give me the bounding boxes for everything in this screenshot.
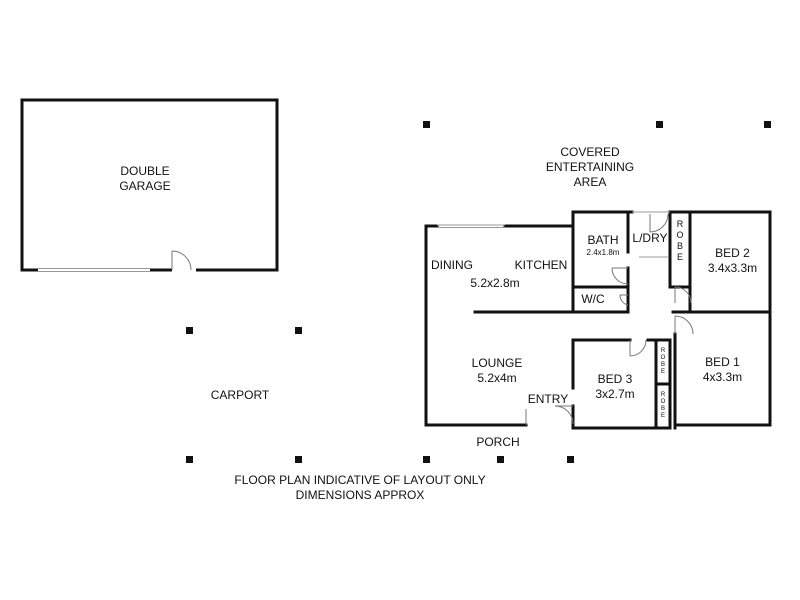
bed3-label: BED 3 3x2.7m — [585, 372, 645, 402]
covered-label-line-1: COVERED — [560, 145, 620, 159]
laundry-label: L/DRY — [632, 231, 668, 245]
porch-label: PORCH — [476, 435, 520, 449]
robe-letter: R — [676, 219, 684, 229]
dining-label: DINING — [431, 258, 473, 272]
lounge-name: LOUNGE — [471, 356, 523, 370]
bath-dimensions: 2.4x1.8m — [586, 248, 620, 257]
robe-letter: B — [660, 362, 665, 368]
robe-letter: O — [660, 355, 666, 361]
bed3-dimensions: 3x2.7m — [595, 387, 635, 401]
bed3-robe-label-upper: R O B E — [658, 348, 668, 376]
robe-letter: E — [676, 252, 683, 262]
robe-letter: O — [660, 399, 666, 405]
robe-letter: E — [660, 413, 665, 419]
garage-door-swing — [171, 250, 192, 271]
garage-label: DOUBLE GARAGE — [100, 164, 190, 194]
carport-label: CARPORT — [210, 388, 270, 402]
dining-dimensions: 5.2x2.8m — [470, 276, 520, 290]
robe-letter: B — [676, 241, 683, 251]
bed1-name: BED 1 — [705, 355, 740, 369]
bath-name: BATH — [587, 233, 619, 247]
robe-letter: B — [660, 406, 665, 412]
lounge-dimensions: 5.2x4m — [477, 371, 517, 385]
disclaimer-line-2: DIMENSIONS APPROX — [295, 488, 425, 502]
covered-label-line-2: ENTERTAINING — [545, 160, 635, 174]
bed3-name: BED 3 — [597, 372, 633, 386]
garage-label-line-1: DOUBLE — [120, 164, 170, 178]
window-lines — [437, 211, 670, 258]
disclaimer-line-1: FLOOR PLAN INDICATIVE OF LAYOUT ONLY — [234, 473, 486, 487]
robe-letter: E — [660, 369, 665, 375]
garage-roller-door — [38, 268, 150, 272]
bed2-name: BED 2 — [715, 246, 750, 260]
garage-label-line-2: GARAGE — [119, 179, 171, 193]
lounge-label: LOUNGE 5.2x4m — [462, 356, 532, 386]
robe-letter: R — [660, 348, 666, 354]
bed1-dimensions: 4x3.3m — [702, 370, 743, 384]
wc-label: W/C — [581, 292, 605, 306]
robe-letter: R — [660, 392, 666, 398]
disclaimer: FLOOR PLAN INDICATIVE OF LAYOUT ONLY DIM… — [200, 473, 520, 503]
covered-label-line-3: AREA — [573, 175, 607, 189]
posts — [186, 121, 771, 463]
door-swings — [525, 213, 694, 425]
bed2-dimensions: 3.4x3.3m — [707, 261, 758, 275]
bed2-robe-label: R O B E — [675, 219, 685, 263]
bed3-robe-label-lower: R O B E — [658, 392, 668, 420]
kitchen-label: KITCHEN — [514, 258, 568, 272]
covered-area-label: COVERED ENTERTAINING AREA — [530, 145, 650, 190]
garage-outline — [20, 98, 279, 272]
bed1-label: BED 1 4x3.3m — [685, 355, 760, 385]
bed2-label: BED 2 3.4x3.3m — [695, 246, 770, 276]
house-walls — [424, 210, 772, 430]
robe-letter: O — [676, 230, 684, 240]
entry-label: ENTRY — [527, 392, 569, 406]
bath-label: BATH 2.4x1.8m — [578, 233, 628, 258]
